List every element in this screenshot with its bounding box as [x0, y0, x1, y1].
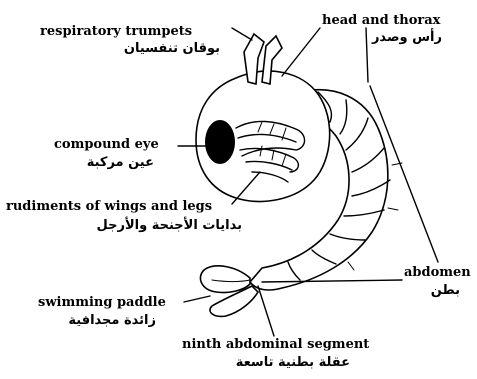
- cephalothorax-drawing: [196, 34, 330, 201]
- leader-trumpets: [232, 28, 252, 40]
- label-compound-eye: compound eye: [54, 138, 159, 151]
- label-swimming-paddle: swimming paddle: [38, 296, 166, 309]
- label-swimming-paddle-ar: زائدة مجدافية: [48, 314, 156, 327]
- label-head-and-thorax-ar: رأس وصدر: [372, 31, 442, 44]
- paddle-drawing: [200, 266, 258, 317]
- label-rudiments: rudiments of wings and legs: [6, 200, 212, 213]
- label-head-and-thorax: head and thorax: [322, 14, 440, 27]
- seta: [388, 208, 398, 210]
- label-respiratory-trumpets-ar: بوقان تنفسيان: [70, 42, 220, 55]
- seta: [348, 262, 354, 270]
- label-respiratory-trumpets: respiratory trumpets: [40, 25, 192, 38]
- label-ninth-abdominal-segment: ninth abdominal segment: [182, 338, 369, 351]
- label-compound-eye-ar: عين مركبة: [74, 156, 154, 169]
- label-abdomen-ar: بطن: [420, 284, 460, 297]
- leader-ninth: [258, 286, 274, 336]
- label-abdomen: abdomen: [404, 266, 471, 279]
- paddle-upper: [200, 266, 250, 293]
- leader-head-thorax: [282, 28, 320, 76]
- leader-head-thorax-2: [366, 28, 368, 82]
- compound-eye-drawing: [205, 120, 235, 164]
- leader-paddle: [184, 296, 210, 302]
- label-rudiments-ar: بدايات الأجنحة والأرجل: [20, 219, 242, 232]
- label-ninth-abdominal-segment-ar: عقلة بطنية تاسعة: [210, 356, 350, 369]
